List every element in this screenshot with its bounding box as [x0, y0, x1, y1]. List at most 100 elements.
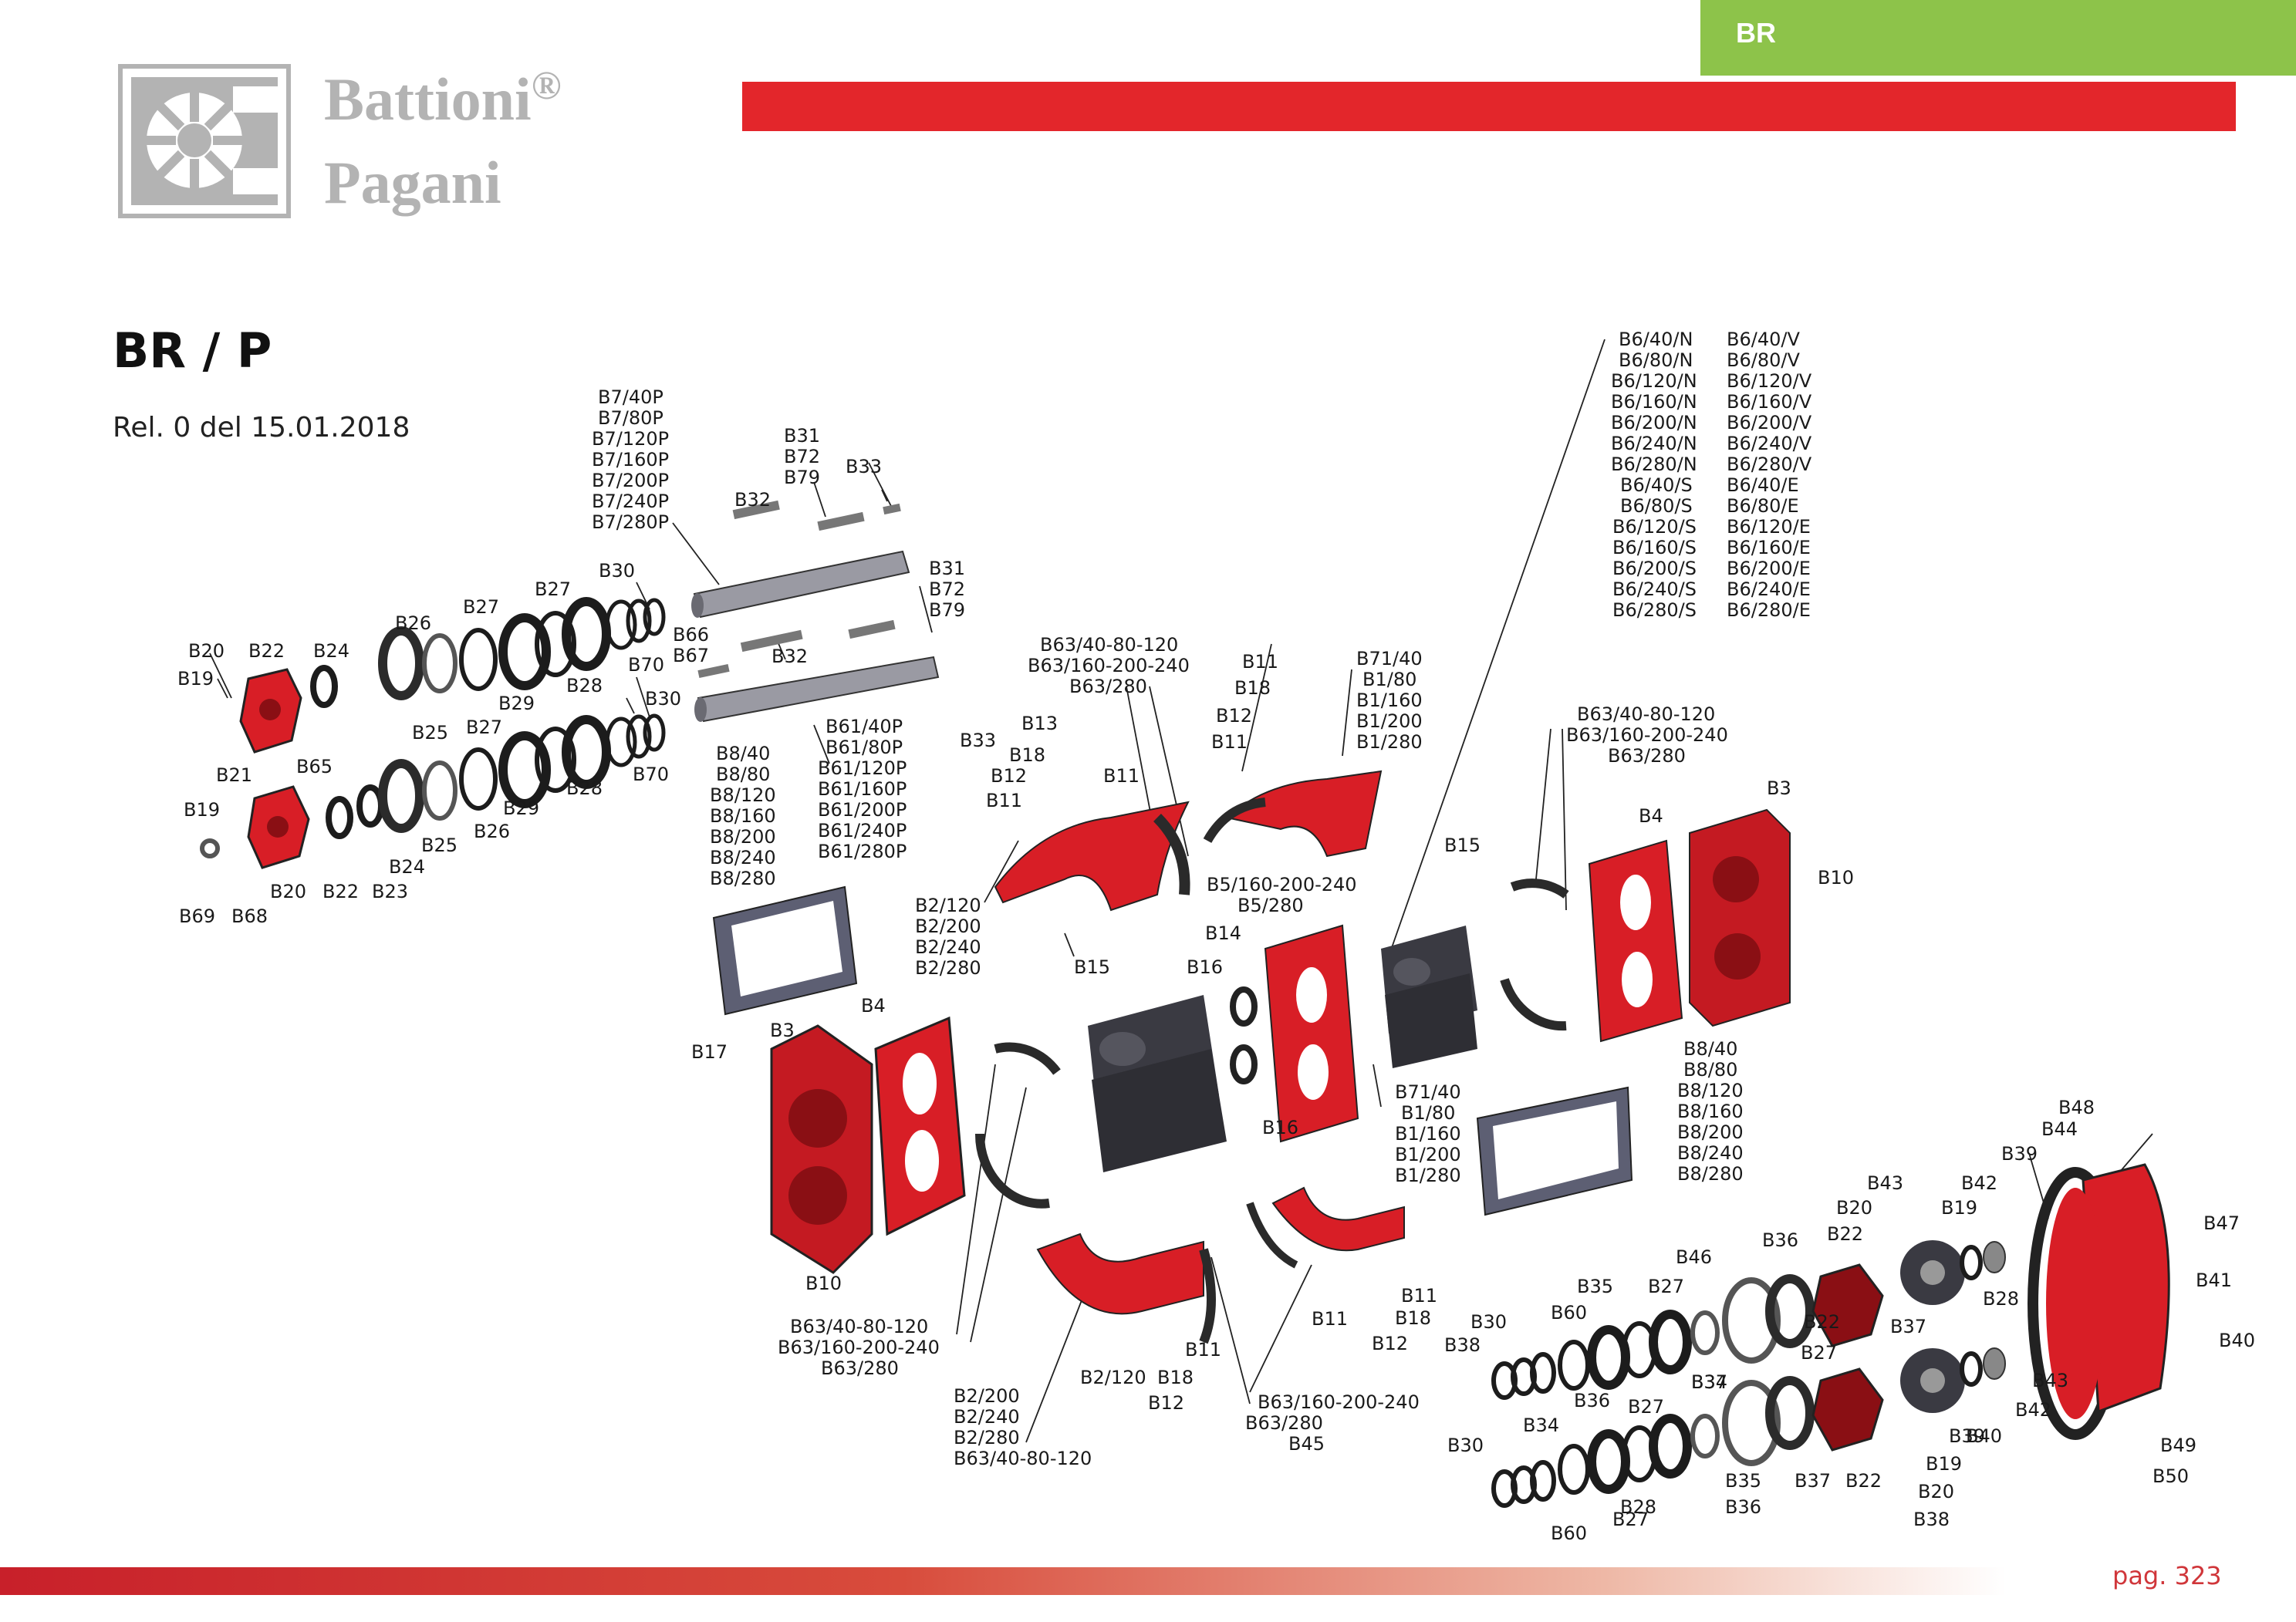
part-label: B46 — [1676, 1246, 1712, 1268]
part-label: B33 — [846, 456, 882, 477]
part-label: B19 — [184, 799, 220, 821]
half-shell-top — [994, 801, 1190, 912]
part-label: B68 — [231, 905, 268, 927]
part-label: B14 — [1205, 922, 1241, 944]
part-label: B24 — [389, 856, 425, 878]
part-label: B26 — [395, 612, 431, 634]
part-label: B23 — [372, 881, 408, 902]
part-label: B34 — [1523, 1415, 1559, 1436]
part-label: B69 — [179, 905, 215, 927]
part-label: B7/120P — [592, 428, 669, 450]
part-label: B72 — [929, 578, 965, 600]
part-label: B71/40 — [1395, 1081, 1461, 1103]
part-label: B63/160-200-240 — [1258, 1391, 1420, 1413]
header-red-bar — [742, 82, 2236, 131]
half-shell-bottom — [1036, 1233, 1216, 1344]
part-label: B30 — [1447, 1435, 1484, 1456]
part-label: B61/200P — [818, 799, 907, 821]
part-label: B16 — [1187, 956, 1223, 978]
part-label: B6/240/E — [1727, 578, 1811, 600]
part-label: B20 — [188, 640, 225, 662]
part-label: B1/80 — [1401, 1102, 1455, 1124]
part-label: B8/280 — [1677, 1163, 1744, 1185]
part-label: B1/160 — [1395, 1123, 1461, 1145]
part-label: B20 — [1836, 1197, 1872, 1219]
part-label: B6/40/N — [1619, 329, 1693, 350]
page-number: pag. 323 — [2112, 1561, 2222, 1590]
bearing-group-upper — [313, 597, 666, 705]
part-label: B6/240/N — [1611, 433, 1697, 454]
part-label: B39 — [2001, 1143, 2038, 1165]
part-label: B37 — [1890, 1316, 1926, 1337]
part-label: B40 — [1966, 1425, 2002, 1447]
part-label: B27 — [1612, 1509, 1649, 1530]
release-info: Rel. 0 del 15.01.2018 — [113, 412, 410, 443]
part-label: B35 — [1725, 1470, 1761, 1492]
part-label: B6/280/E — [1727, 599, 1811, 621]
part-label: B6/120/E — [1727, 516, 1811, 538]
part-label: B18 — [1157, 1367, 1194, 1388]
part-label: B11 — [1242, 651, 1278, 673]
part-label: B60 — [1551, 1523, 1587, 1544]
part-label: B2/200 — [915, 916, 981, 937]
part-label: B3 — [1767, 777, 1791, 799]
part-label: B17 — [691, 1041, 728, 1063]
part-label: B6/200/E — [1727, 558, 1811, 579]
part-label: B42 — [2015, 1399, 2051, 1421]
part-label: B28 — [1983, 1288, 2019, 1310]
housing-right — [1689, 808, 1791, 1027]
part-label: B8/200 — [710, 826, 776, 848]
part-label: B63/40-80-120 — [954, 1448, 1092, 1469]
part-label: B45 — [1288, 1433, 1325, 1455]
part-label: B61/240P — [818, 820, 907, 841]
part-label: B19 — [1926, 1453, 1962, 1475]
gaskets — [712, 885, 1633, 1216]
part-label: B7/40P — [598, 386, 663, 408]
part-label: B8/200 — [1677, 1121, 1744, 1143]
part-label: B36 — [1725, 1496, 1761, 1518]
part-label: B31 — [784, 425, 820, 447]
logo-emblem-icon — [118, 64, 291, 218]
part-label: B35 — [1577, 1276, 1613, 1297]
part-label: B22 — [322, 881, 359, 902]
part-label: B6/120/V — [1727, 370, 1812, 392]
part-label: B1/80 — [1362, 669, 1416, 690]
part-label: B5/160-200-240 — [1207, 874, 1357, 895]
logo-brand-line1: Battioni® — [324, 64, 562, 133]
part-label: B6/80/S — [1620, 495, 1693, 517]
part-label: B28 — [566, 675, 603, 696]
part-label: B11 — [986, 790, 1022, 811]
part-label: B61/40P — [826, 716, 903, 737]
part-label: B1/200 — [1356, 710, 1423, 732]
part-label: B6/40/V — [1727, 329, 1800, 350]
part-label: B1/200 — [1395, 1144, 1461, 1165]
part-label: B70 — [628, 654, 664, 676]
part-label: B27 — [463, 596, 499, 618]
part-label: B34 — [1691, 1371, 1727, 1393]
half-shell-bottom-right — [1246, 1186, 1405, 1269]
part-label: B6/40/S — [1620, 474, 1693, 496]
part-label: B6/200/V — [1727, 412, 1812, 433]
seal-arcs-right — [1500, 878, 1569, 1031]
part-label: B39 — [1949, 1425, 1985, 1447]
part-label: B38 — [1444, 1334, 1481, 1356]
part-label: B6/200/S — [1612, 558, 1697, 579]
part-label: B7/160P — [592, 449, 669, 470]
part-label: B12 — [991, 765, 1027, 787]
part-label: B1/280 — [1356, 731, 1423, 753]
small-seals — [1230, 986, 1258, 1084]
part-label: B41 — [2196, 1270, 2232, 1291]
part-label: B28 — [1620, 1496, 1656, 1518]
part-label: B72 — [784, 446, 820, 467]
part-label: B12 — [1216, 705, 1252, 727]
part-label: B32 — [734, 489, 771, 511]
part-label: B6/120/S — [1612, 516, 1697, 538]
part-label: B36 — [1762, 1229, 1798, 1251]
part-label: B27 — [535, 578, 571, 600]
part-label: B43 — [2032, 1370, 2068, 1391]
part-label: B2/120 — [1080, 1367, 1146, 1388]
part-label: B30 — [645, 688, 681, 710]
part-label: B12 — [1148, 1392, 1184, 1414]
part-label: B70 — [633, 764, 669, 785]
part-label: B2/240 — [915, 936, 981, 958]
